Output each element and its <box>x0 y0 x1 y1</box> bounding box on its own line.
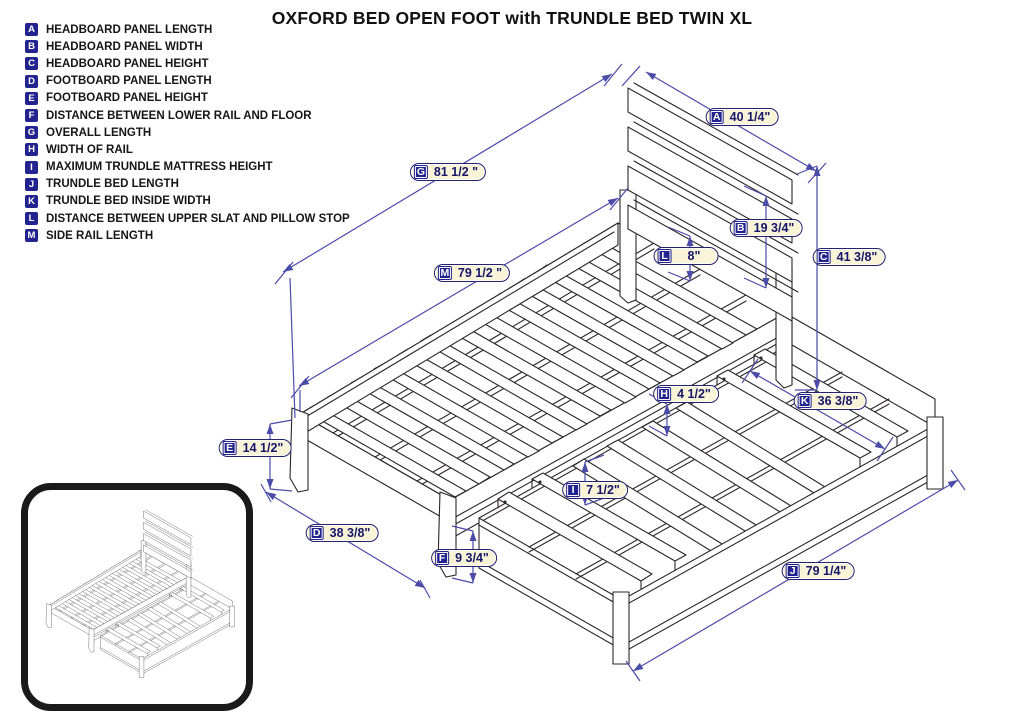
legend-item: C HEADBOARD PANEL HEIGHT <box>25 55 350 72</box>
dim-value: 38 3/8" <box>329 526 371 540</box>
dim-label-e: E 14 1/2" <box>218 439 292 457</box>
legend-item: E FOOTBOARD PANEL HEIGHT <box>25 90 350 107</box>
legend-badge: E <box>25 91 38 105</box>
legend-badge: C <box>25 57 38 71</box>
legend-label: SIDE RAIL LENGTH <box>46 229 154 242</box>
dim-value: 79 1/2 " <box>457 266 503 280</box>
dim-label-c: C 41 3/8" <box>812 248 886 266</box>
legend-label: FOOTBOARD PANEL LENGTH <box>46 75 212 88</box>
dim-label-l: L 8" <box>653 247 719 265</box>
dim-value: 4 1/2" <box>677 387 711 401</box>
dim-value: 8" <box>687 249 701 263</box>
dim-letter-badge: H <box>657 387 672 401</box>
dim-letter-badge: I <box>566 483 581 497</box>
legend-item: A HEADBOARD PANEL LENGTH <box>25 21 350 38</box>
dim-label-b: B 19 3/4" <box>729 219 803 237</box>
legend-label: OVERALL LENGTH <box>46 126 152 139</box>
dim-letter-badge: J <box>785 564 800 578</box>
legend-item: K TRUNDLE BED INSIDE WIDTH <box>25 193 350 210</box>
legend-item: I MAXIMUM TRUNDLE MATTRESS HEIGHT <box>25 159 350 176</box>
dim-letter-badge: G <box>413 165 428 179</box>
legend-badge: L <box>25 212 38 226</box>
dim-letter-badge: E <box>222 441 237 455</box>
legend-label: TRUNDLE BED INSIDE WIDTH <box>46 195 211 208</box>
dim-value: 40 1/4" <box>729 110 771 124</box>
legend-badge: D <box>25 74 38 88</box>
legend-badge: G <box>25 126 38 140</box>
legend-badge: M <box>25 229 38 243</box>
dim-label-m: M 79 1/2 " <box>433 264 511 282</box>
legend-badge: K <box>25 194 38 208</box>
dim-value: 41 3/8" <box>836 250 878 264</box>
dim-label-i: I 7 1/2" <box>562 481 628 499</box>
legend-label: TRUNDLE BED LENGTH <box>46 178 179 191</box>
legend-item: J TRUNDLE BED LENGTH <box>25 176 350 193</box>
dim-value: 81 1/2 " <box>433 165 479 179</box>
dim-letter-badge: L <box>657 249 672 263</box>
dim-label-g: G 81 1/2 " <box>409 163 487 181</box>
legend-item: H WIDTH OF RAIL <box>25 141 350 158</box>
dim-letter-badge: C <box>816 250 831 264</box>
legend-badge: I <box>25 160 38 174</box>
dim-value: 79 1/4" <box>805 564 847 578</box>
dim-label-f: F 9 3/4" <box>431 549 497 567</box>
dim-label-h: H 4 1/2" <box>653 385 719 403</box>
legend-label: HEADBOARD PANEL WIDTH <box>46 40 203 53</box>
inset-thumbnail <box>21 483 253 711</box>
legend-badge: J <box>25 177 38 191</box>
legend-label: DISTANCE BETWEEN LOWER RAIL AND FLOOR <box>46 109 312 122</box>
dim-value: 7 1/2" <box>586 483 620 497</box>
legend-item: D FOOTBOARD PANEL LENGTH <box>25 73 350 90</box>
dim-label-k: K 36 3/8" <box>793 392 867 410</box>
legend-badge: B <box>25 40 38 54</box>
legend: A HEADBOARD PANEL LENGTH B HEADBOARD PANEL… <box>25 21 350 244</box>
inset-bed-drawing <box>45 509 235 678</box>
legend-item: G OVERALL LENGTH <box>25 124 350 141</box>
page-title: OXFORD BED OPEN FOOT with TRUNDLE BED TW… <box>271 8 753 28</box>
legend-label: DISTANCE BETWEEN UPPER SLAT AND PILLOW S… <box>46 212 350 225</box>
legend-item: B HEADBOARD PANEL WIDTH <box>25 38 350 55</box>
legend-item: L DISTANCE BETWEEN UPPER SLAT AND PILLOW … <box>25 210 350 227</box>
dim-letter-badge: D <box>309 526 324 540</box>
dim-value: 19 3/4" <box>753 221 795 235</box>
main-bed <box>289 82 799 578</box>
dim-letter-badge: M <box>437 266 452 280</box>
legend-item: F DISTANCE BETWEEN LOWER RAIL AND FLOOR <box>25 107 350 124</box>
dim-value: 14 1/2" <box>242 441 284 455</box>
dim-label-a: A 40 1/4" <box>705 108 779 126</box>
dim-value: 36 3/8" <box>817 394 859 408</box>
legend-label: WIDTH OF RAIL <box>46 143 133 156</box>
dim-letter-badge: B <box>733 221 748 235</box>
dim-letter-badge: F <box>435 551 450 565</box>
legend-label: MAXIMUM TRUNDLE MATTRESS HEIGHT <box>46 161 273 174</box>
legend-label: HEADBOARD PANEL HEIGHT <box>46 57 209 70</box>
legend-label: HEADBOARD PANEL LENGTH <box>46 23 213 36</box>
dim-letter-badge: A <box>709 110 724 124</box>
dim-letter-badge: K <box>797 394 812 408</box>
dim-label-j: J 79 1/4" <box>781 562 855 580</box>
legend-badge: F <box>25 109 38 123</box>
dim-label-d: D 38 3/8" <box>305 524 379 542</box>
legend-item: M SIDE RAIL LENGTH <box>25 227 350 244</box>
legend-badge: A <box>25 23 38 37</box>
legend-label: FOOTBOARD PANEL HEIGHT <box>46 92 208 105</box>
dim-value: 9 3/4" <box>455 551 489 565</box>
legend-badge: H <box>25 143 38 157</box>
